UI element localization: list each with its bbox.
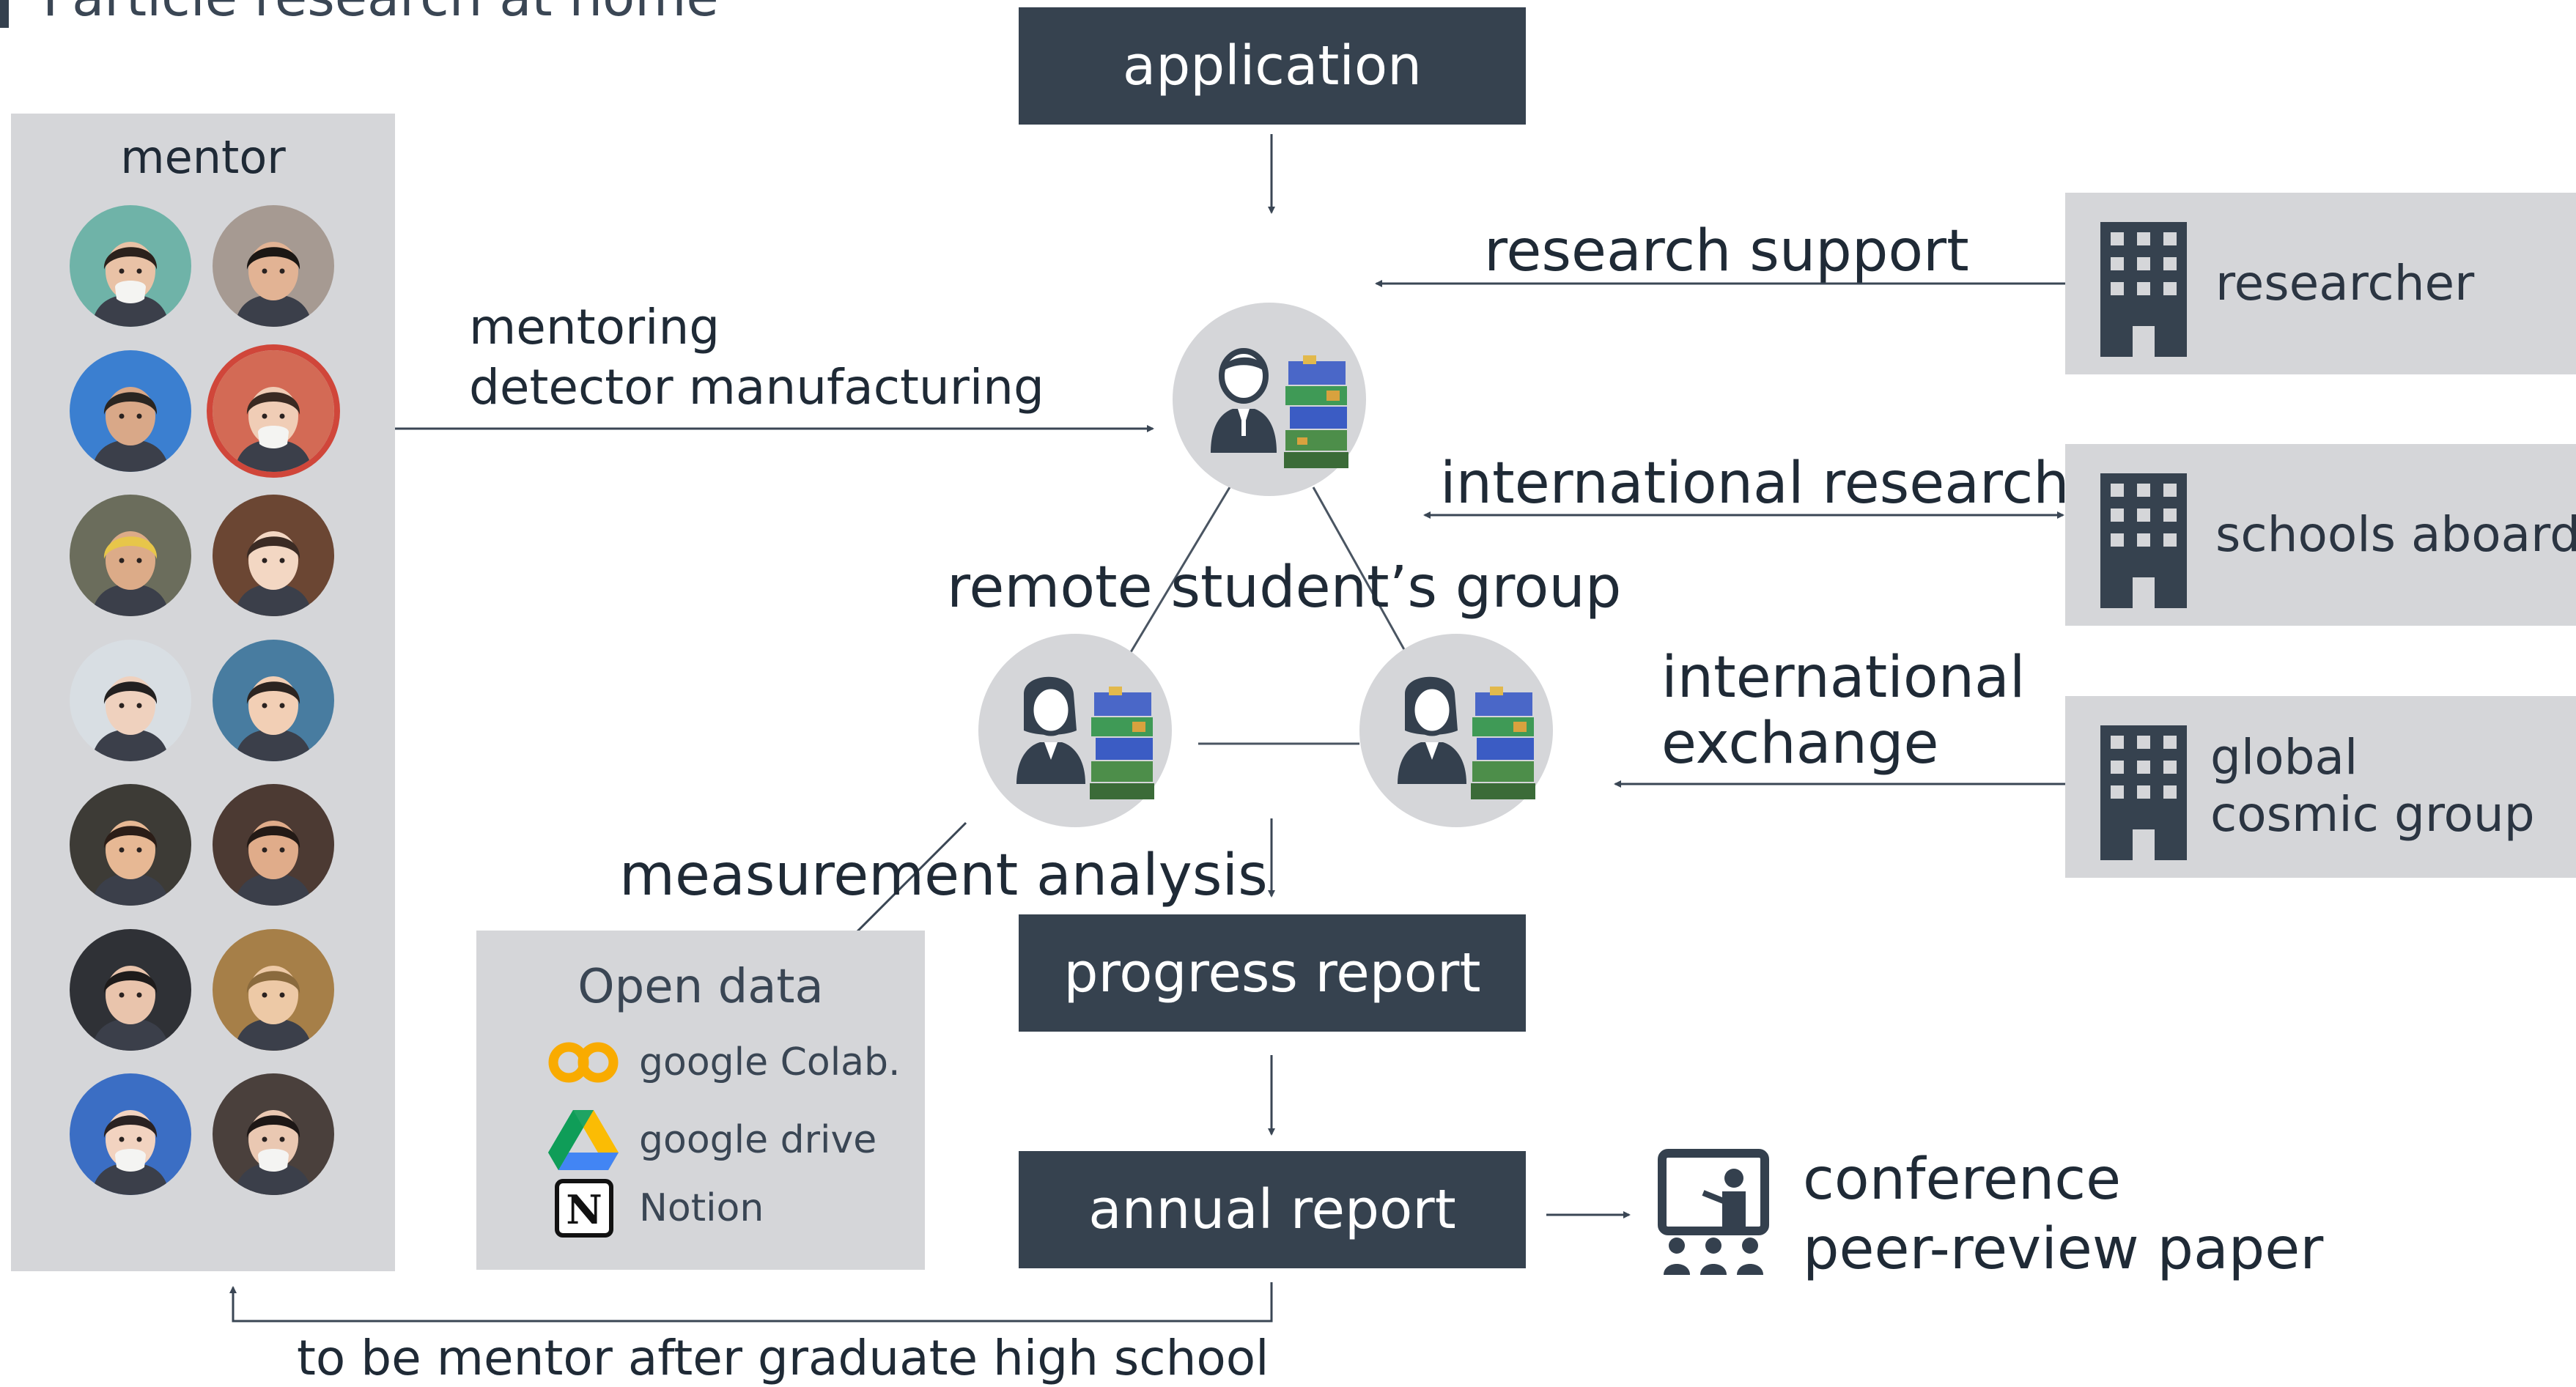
colab-icon xyxy=(548,1042,619,1083)
drive-icon xyxy=(548,1110,619,1170)
student-right-icons xyxy=(1398,676,1535,799)
label-peer-review: peer-review paper xyxy=(1803,1216,2324,1282)
presentation-icon xyxy=(1658,1149,1769,1275)
group-link-top-right xyxy=(1312,487,1407,653)
application-box: application xyxy=(1019,7,1526,125)
org-global-line1: global xyxy=(2210,729,2358,785)
label-international: international xyxy=(1661,645,2026,711)
mentor-photo xyxy=(70,349,191,472)
label-research-support: research support xyxy=(1484,218,1969,284)
detector-icon xyxy=(1284,355,1348,468)
annual-report-box: annual report xyxy=(1019,1151,1526,1268)
org-schools-box: schools aboard xyxy=(2065,444,2576,626)
org-global-line2: cosmic group xyxy=(2210,786,2535,843)
mentor-photo xyxy=(213,205,334,327)
mentor-photo xyxy=(213,639,334,761)
colab-label: google Colab. xyxy=(639,1040,901,1084)
label-mentoring: mentoring xyxy=(469,299,720,355)
open-data-item-notion[interactable]: N Notion xyxy=(547,1177,764,1240)
detector-icon xyxy=(1090,687,1154,799)
student-node-top xyxy=(1173,303,1366,496)
mentor-photo xyxy=(70,639,191,761)
title-accent-bar xyxy=(0,0,9,28)
notion-icon: N xyxy=(555,1179,613,1238)
label-international-research: international research xyxy=(1440,451,2070,517)
drive-label: google drive xyxy=(639,1118,877,1162)
building-icon xyxy=(2100,222,2187,357)
open-data-item-colab[interactable]: google Colab. xyxy=(547,1040,901,1084)
mentor-photo xyxy=(213,784,334,906)
notion-label: Notion xyxy=(639,1186,764,1230)
open-data-title: Open data xyxy=(577,960,824,1014)
mentor-photo xyxy=(70,784,191,906)
label-conference: conference xyxy=(1803,1147,2122,1213)
svg-text:N: N xyxy=(566,1186,602,1233)
org-global-box: global cosmic group xyxy=(2065,696,2576,878)
progress-report-box: progress report xyxy=(1019,914,1526,1032)
mentor-photo xyxy=(213,349,334,472)
mentor-photo xyxy=(213,1073,334,1195)
student-node-left xyxy=(978,634,1172,827)
mentor-photo xyxy=(70,495,191,616)
mentor-photo xyxy=(213,928,334,1051)
arrow-become-mentor xyxy=(229,1282,1273,1323)
student-node-right xyxy=(1359,634,1553,827)
open-data-item-drive[interactable]: google drive xyxy=(547,1109,876,1172)
female-student-icon xyxy=(1398,676,1466,784)
male-student-icon xyxy=(1211,348,1277,453)
org-researcher-box: researcher xyxy=(2065,193,2576,374)
student-top-icons xyxy=(1211,348,1348,468)
detector-icon xyxy=(1471,687,1535,799)
org-schools-label: schools aboard xyxy=(2215,506,2576,563)
building-icon xyxy=(2100,725,2187,860)
mentor-photo xyxy=(70,1073,191,1195)
group-link-top-left xyxy=(1129,487,1231,653)
mentor-photo xyxy=(213,495,334,616)
page-title: Particle research at home xyxy=(43,0,719,28)
mentor-photo xyxy=(70,205,191,327)
mentor-title: mentor xyxy=(120,130,286,184)
student-left-icons xyxy=(1016,676,1154,799)
label-exchange: exchange xyxy=(1661,711,1939,777)
label-measurement-analysis: measurement analysis xyxy=(619,843,1268,909)
label-detector-manufacturing: detector manufacturing xyxy=(469,359,1044,415)
label-remote-group: remote student’s group xyxy=(947,555,1622,621)
label-to-be-mentor: to be mentor after graduate high school xyxy=(297,1330,1269,1386)
building-icon xyxy=(2100,473,2187,608)
arrow-measurement xyxy=(838,821,967,951)
org-researcher-label: researcher xyxy=(2215,255,2475,311)
mentor-panel xyxy=(11,114,395,1271)
female-student-icon xyxy=(1016,676,1085,784)
open-data-panel: Open data google Colab. google drive N xyxy=(476,931,925,1270)
mentor-photo xyxy=(70,928,191,1051)
